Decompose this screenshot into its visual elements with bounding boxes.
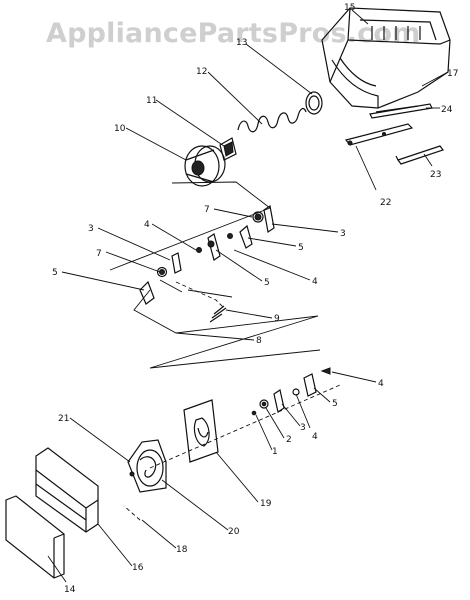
- callout-22: 22: [380, 198, 391, 208]
- part-washer-4-upper: [227, 233, 233, 239]
- part-bearing-ring: [305, 91, 323, 115]
- callout-7-upper: 7: [204, 205, 210, 215]
- part-bracket-3-lower: [273, 389, 285, 413]
- callout-20: 20: [228, 527, 240, 537]
- callout-9: 9: [274, 314, 280, 324]
- leader-lines: [47, 9, 449, 583]
- callout-3-upper: 3: [340, 229, 346, 239]
- callout-6: 5: [298, 243, 304, 253]
- callout-4-bottom: 4: [312, 432, 318, 442]
- callout-4-mid: 4: [312, 277, 318, 287]
- callout-19: 19: [260, 499, 272, 509]
- part-slide: [344, 123, 414, 146]
- assembly-link-box: [159, 279, 233, 298]
- assembly-link-lines: [109, 181, 321, 369]
- callout-12: 12: [196, 67, 207, 77]
- part-auger-spring: [237, 107, 307, 133]
- callout-13: 13: [236, 38, 247, 48]
- callout-7-lower: 7: [96, 249, 102, 259]
- callout-4-upper: 4: [144, 220, 150, 230]
- part-screw-18: [123, 505, 141, 521]
- callout-15: 15: [344, 3, 355, 13]
- callout-5-lower: 5: [332, 399, 338, 409]
- callout-2: 2: [286, 435, 292, 445]
- part-bracket-5-upper: [207, 233, 221, 261]
- part-bracket-5-left: [139, 280, 155, 305]
- part-coupling: [219, 137, 237, 161]
- callout-3-lower: 3: [300, 423, 306, 433]
- callout-1: 1: [272, 447, 278, 457]
- part-panel: [5, 495, 65, 579]
- callout-3-mid: 3: [88, 224, 94, 234]
- part-bracket-7-upper: [252, 211, 264, 223]
- part-slide-lower: [395, 145, 444, 165]
- part-ice-bucket-housing: [321, 7, 451, 109]
- axis-line-lower: [149, 384, 341, 469]
- callout-labels: 15 17 24 22 23 13 12 11 10 7 3 5 4 3 7 4…: [52, 3, 458, 595]
- part-washer-4-mid: [196, 247, 202, 253]
- callout-5-left: 5: [52, 268, 58, 278]
- part-screw-1: [251, 410, 257, 416]
- callout-4-lower: 4: [378, 379, 384, 389]
- part-mounting-plate: [183, 399, 219, 463]
- part-washer-2: [259, 399, 269, 409]
- callout-17: 17: [447, 69, 458, 79]
- callout-11: 11: [146, 96, 157, 106]
- part-bracket-5-lower: [303, 373, 317, 397]
- callout-5-mid: 5: [264, 278, 270, 288]
- callout-21: 21: [58, 414, 69, 424]
- callout-10: 10: [114, 124, 126, 134]
- callout-14: 14: [64, 585, 76, 595]
- part-bracket-3-upper: [263, 204, 275, 234]
- callout-16: 16: [132, 563, 144, 573]
- part-auger-housing: [127, 439, 167, 493]
- callout-23: 23: [430, 170, 441, 180]
- part-rails: [369, 103, 433, 119]
- part-screw-4-lower: [320, 367, 331, 375]
- part-bracket-6-upper: [239, 224, 253, 249]
- part-spring-9: [209, 305, 227, 323]
- watermark-text: AppliancePartsPros.com: [46, 18, 420, 49]
- part-drive-wheel: [184, 145, 226, 187]
- callout-18: 18: [176, 545, 188, 555]
- callout-8: 8: [256, 336, 262, 346]
- axis-line-upper: [175, 281, 225, 309]
- callout-24: 24: [441, 105, 453, 115]
- part-bracket-3-mid: [171, 252, 182, 274]
